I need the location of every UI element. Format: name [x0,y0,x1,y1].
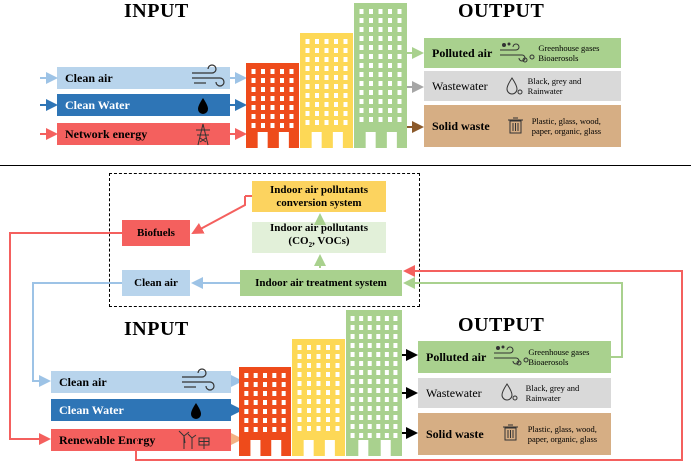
pollutants-box: Indoor air pollutants(CO2, VOCs) [252,222,386,253]
top-buildings [246,3,407,148]
bottom-clean-water-input: Clean Water [51,399,231,421]
polluted-air-icon [500,42,535,63]
biofuels-box: Biofuels [122,220,190,246]
top-wastewater-detail-1: Black, grey and [527,76,582,86]
treatment-system-box: Indoor air treatment system [240,270,402,296]
conversion-line-2: conversion system [276,196,362,209]
top-polluted-air-detail-2: Bioaerosols [538,53,579,63]
top-output-arrows [407,47,424,133]
pollutants-line-2-post: , VOCs) [312,235,350,248]
bottom-clean-water-label: Clean Water [59,403,124,417]
bottom-renewable-energy-input: Renewable Energy [51,429,231,451]
bottom-solid-waste-label: Solid waste [426,426,484,441]
trash-bin-icon [508,117,523,134]
bottom-buildings [239,310,402,456]
bottom-polluted-air-detail-1: Greenhouse gases [528,347,590,357]
top-output-title: OUTPUT [458,0,545,22]
top-solid-waste-output: Solid waste Plastic, glass, wood,paper, … [424,105,621,147]
biofuels-label: Biofuels [137,227,175,239]
bottom-building-red [239,367,291,456]
top-clean-air-input: Clean air [57,67,230,89]
bottom-renewable-energy-label: Renewable Energy [59,433,156,447]
top-wastewater-label: Wastewater [432,78,488,93]
bottom-solid-waste-output: Solid waste Plastic, glass, wood,paper, … [418,413,611,455]
top-network-energy-input: Network energy [57,123,230,145]
process-clean-air-label: Clean air [134,277,178,289]
top-solid-waste-detail-2: paper, organic, glass [531,126,602,136]
process-clean-air-box: Clean air [122,270,190,296]
top-network-energy-label: Network energy [65,127,148,141]
bottom-clean-air-label: Clean air [59,375,107,389]
bottom-wastewater-detail-2: Rainwater [525,393,561,403]
wind-solar-icon [178,430,210,449]
dirty-water-icon [506,77,523,95]
top-building-red [246,63,299,148]
dirty-water-icon-bottom [501,383,518,401]
top-input-arrows [40,72,247,140]
bottom-building-yellow [292,339,345,456]
treatment-label: Indoor air treatment system [255,277,387,289]
top-polluted-air-label: Polluted air [432,45,493,60]
bottom-building-green [346,310,402,456]
pollutants-line-1: Indoor air pollutants [269,222,368,235]
top-clean-air-label: Clean air [65,71,113,85]
section-divider [0,165,691,166]
wind-icon-bottom [182,368,215,391]
top-building-green [354,3,407,148]
trash-bin-icon-bottom [503,424,518,441]
polluted-air-icon-bottom [494,345,529,366]
bottom-wastewater-label: Wastewater [426,385,482,400]
pollutants-subscript: 2 [308,241,313,250]
power-tower-icon [196,123,210,146]
bottom-input-title: INPUT [124,318,189,340]
top-clean-water-input: Clean Water [57,94,230,116]
top-solid-waste-label: Solid waste [432,118,490,133]
bottom-polluted-air-detail-2: Bioaerosols [528,357,569,367]
top-solid-waste-detail-1: Plastic, glass, wood, [531,116,601,126]
pollutants-line-2-pre: (CO [288,235,309,248]
water-drop-icon-bottom [191,403,201,419]
bottom-output-title: OUTPUT [458,314,545,336]
top-clean-water-label: Clean Water [65,98,130,112]
water-drop-icon [198,98,208,114]
bottom-solid-waste-detail-2: paper, organic, glass [527,434,598,444]
wind-icon [192,64,225,87]
top-building-yellow [300,33,353,148]
bottom-output-arrows [402,349,418,439]
top-polluted-air-detail-1: Greenhouse gases [538,43,600,53]
bottom-polluted-air-label: Polluted air [426,349,487,364]
conversion-line-1: Indoor air pollutants [269,183,368,196]
process-arrows [9,195,683,461]
top-wastewater-detail-2: Rainwater [527,86,563,96]
bottom-wastewater-detail-1: Black, grey and [525,383,580,393]
process-frame [109,173,420,307]
top-input-title: INPUT [124,0,189,22]
bottom-solid-waste-detail-1: Plastic, glass, wood, [527,424,597,434]
